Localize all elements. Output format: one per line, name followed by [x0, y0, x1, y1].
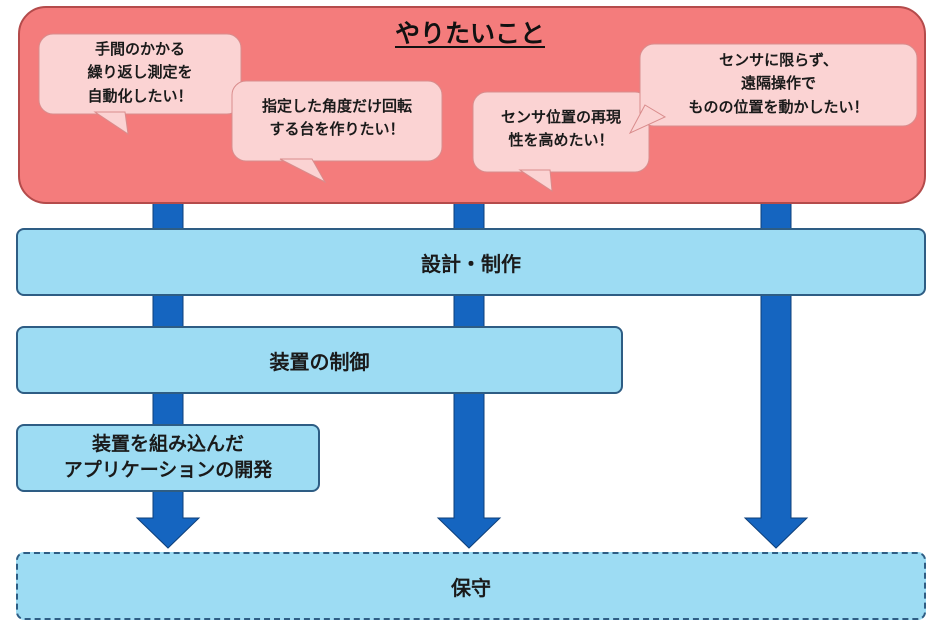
stage-control-label: 装置の制御 [269, 349, 370, 374]
wish-2-line-1: 指定した角度だけ回転 [261, 97, 412, 115]
wish-1-line-1: 手間のかかる [94, 40, 185, 58]
stage-application: 装置を組み込んだ アプリケーションの開発 [16, 424, 320, 492]
wish-3-text: センサ位置の再現 性を高めたい！ [473, 106, 649, 153]
stage-application-line-1: 装置を組み込んだ [91, 433, 244, 456]
wish-4-text: センサに限らず、 遠隔操作で ものの位置を動かしたい！ [640, 49, 917, 119]
wish-3-line-1: センサ位置の再現 [500, 108, 621, 126]
stage-design-label: 設計・制作 [421, 251, 521, 276]
wish-2-text: 指定した角度だけ回転 する台を作りたい！ [232, 95, 442, 142]
speech-bubble-2 [231, 80, 443, 184]
stage-design: 設計・制作 [16, 228, 926, 296]
wish-1-line-3: 自動化したい！ [87, 86, 193, 105]
speech-bubble-4 [628, 43, 918, 135]
stage-application-label: 装置を組み込んだ アプリケーションの開発 [64, 432, 273, 483]
speech-bubble-1 [38, 33, 242, 136]
stage-application-line-2: アプリケーションの開発 [63, 459, 273, 481]
stage-control: 装置の制御 [16, 326, 623, 394]
stage-maintenance-label: 保守 [451, 575, 491, 600]
wish-1-line-2: 繰り返し測定を [87, 63, 193, 82]
wish-2-line-2: する台を作りたい！ [269, 120, 405, 139]
wish-4-line-1: センサに限らず、 [719, 51, 838, 69]
wish-1-text: 手間のかかる 繰り返し測定を 自動化したい！ [39, 38, 241, 108]
speech-bubble-3 [472, 91, 650, 192]
wishes-title: やりたいこと [394, 19, 545, 48]
stage-maintenance: 保守 [16, 552, 926, 620]
wish-4-line-3: ものの位置を動かしたい！ [688, 97, 869, 116]
wish-4-line-2: 遠隔操作で [740, 74, 816, 93]
wish-3-line-2: 性を高めたい！ [508, 131, 614, 150]
